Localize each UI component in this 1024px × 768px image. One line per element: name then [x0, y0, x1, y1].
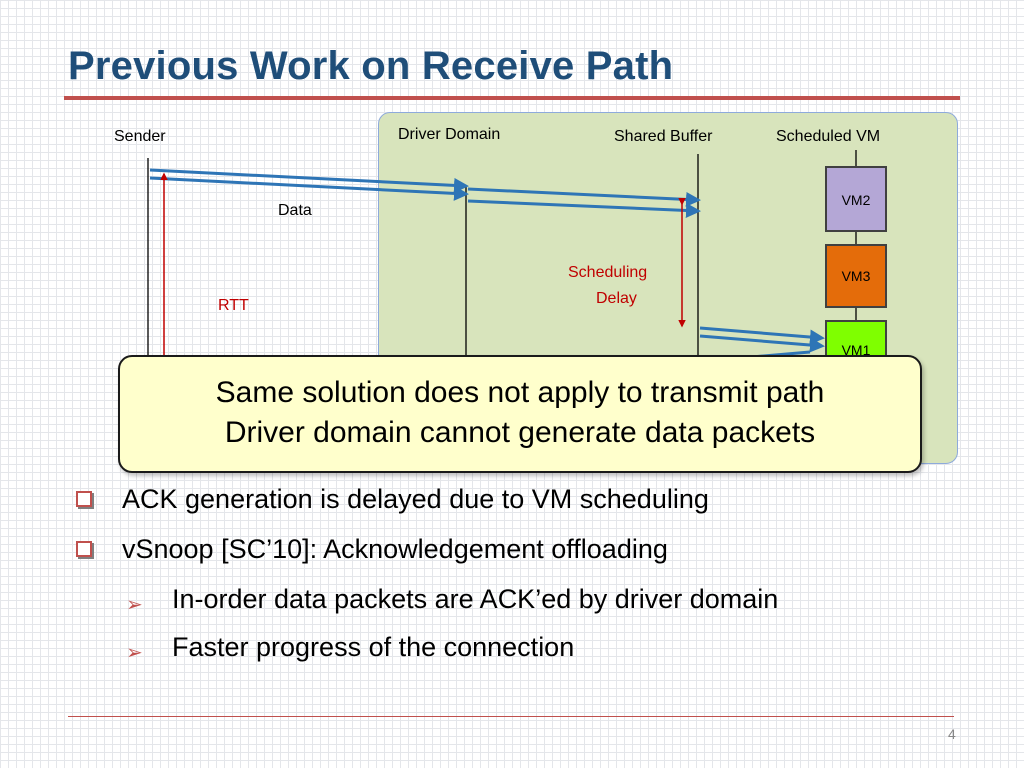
vm1-label: VM1	[841, 342, 871, 358]
scheduling-delay-label-line1: Scheduling	[568, 264, 648, 281]
bullet-4-text: Faster progress of the connection	[172, 632, 575, 662]
bullet-3-text: In-order data packets are ACK’ed by driv…	[172, 584, 779, 614]
slide-title: Previous Work on Receive Path	[68, 44, 674, 88]
rtt-label: RTT	[218, 297, 249, 314]
data-label: Data	[278, 202, 312, 219]
arrow-bullet-icon: ➢	[126, 594, 143, 616]
square-bullet-icon	[76, 491, 92, 507]
sender-label: Sender	[114, 128, 166, 145]
bullet-4: ➢ Faster progress of the connection	[126, 632, 575, 664]
vm2-box: VM2	[825, 166, 887, 232]
timeline-diagram	[147, 150, 857, 360]
vm3-box: VM3	[825, 244, 887, 308]
data-arrow-1	[149, 168, 469, 193]
vm3-label: VM3	[841, 268, 871, 284]
arrow-bullet-icon: ➢	[126, 642, 143, 664]
callout-box: Same solution does not apply to transmit…	[118, 355, 922, 473]
bullet-3: ➢ In-order data packets are ACK’ed by dr…	[126, 584, 779, 616]
square-bullet-icon	[76, 541, 92, 557]
bullet-1-text: ACK generation is delayed due to VM sche…	[122, 484, 709, 514]
data-arrow-4	[467, 199, 701, 218]
vm1-box: VM1	[825, 320, 887, 360]
driver-domain-label: Driver Domain	[398, 126, 501, 143]
callout-line-2: Driver domain cannot generate data packe…	[224, 416, 816, 449]
title-underline	[64, 96, 960, 100]
footer-rule	[68, 716, 954, 717]
bullet-2: vSnoop [SC’10]: Acknowledgement offloadi…	[76, 534, 668, 565]
data-arrow-5	[699, 326, 825, 345]
bullet-1: ACK generation is delayed due to VM sche…	[76, 484, 709, 515]
scheduling-delay-label-line2: Delay	[596, 290, 637, 307]
data-arrow-2	[149, 176, 469, 201]
bullet-2-text: vSnoop [SC’10]: Acknowledgement offloadi…	[122, 534, 668, 564]
shared-buffer-label: Shared Buffer	[614, 128, 713, 145]
vm2-label: VM2	[841, 192, 871, 208]
scheduled-vm-label: Scheduled VM	[776, 128, 881, 145]
page-number: 4	[948, 726, 956, 742]
data-arrow-6	[699, 334, 825, 353]
callout-line-1: Same solution does not apply to transmit…	[215, 376, 825, 409]
data-arrow-3	[467, 187, 701, 207]
